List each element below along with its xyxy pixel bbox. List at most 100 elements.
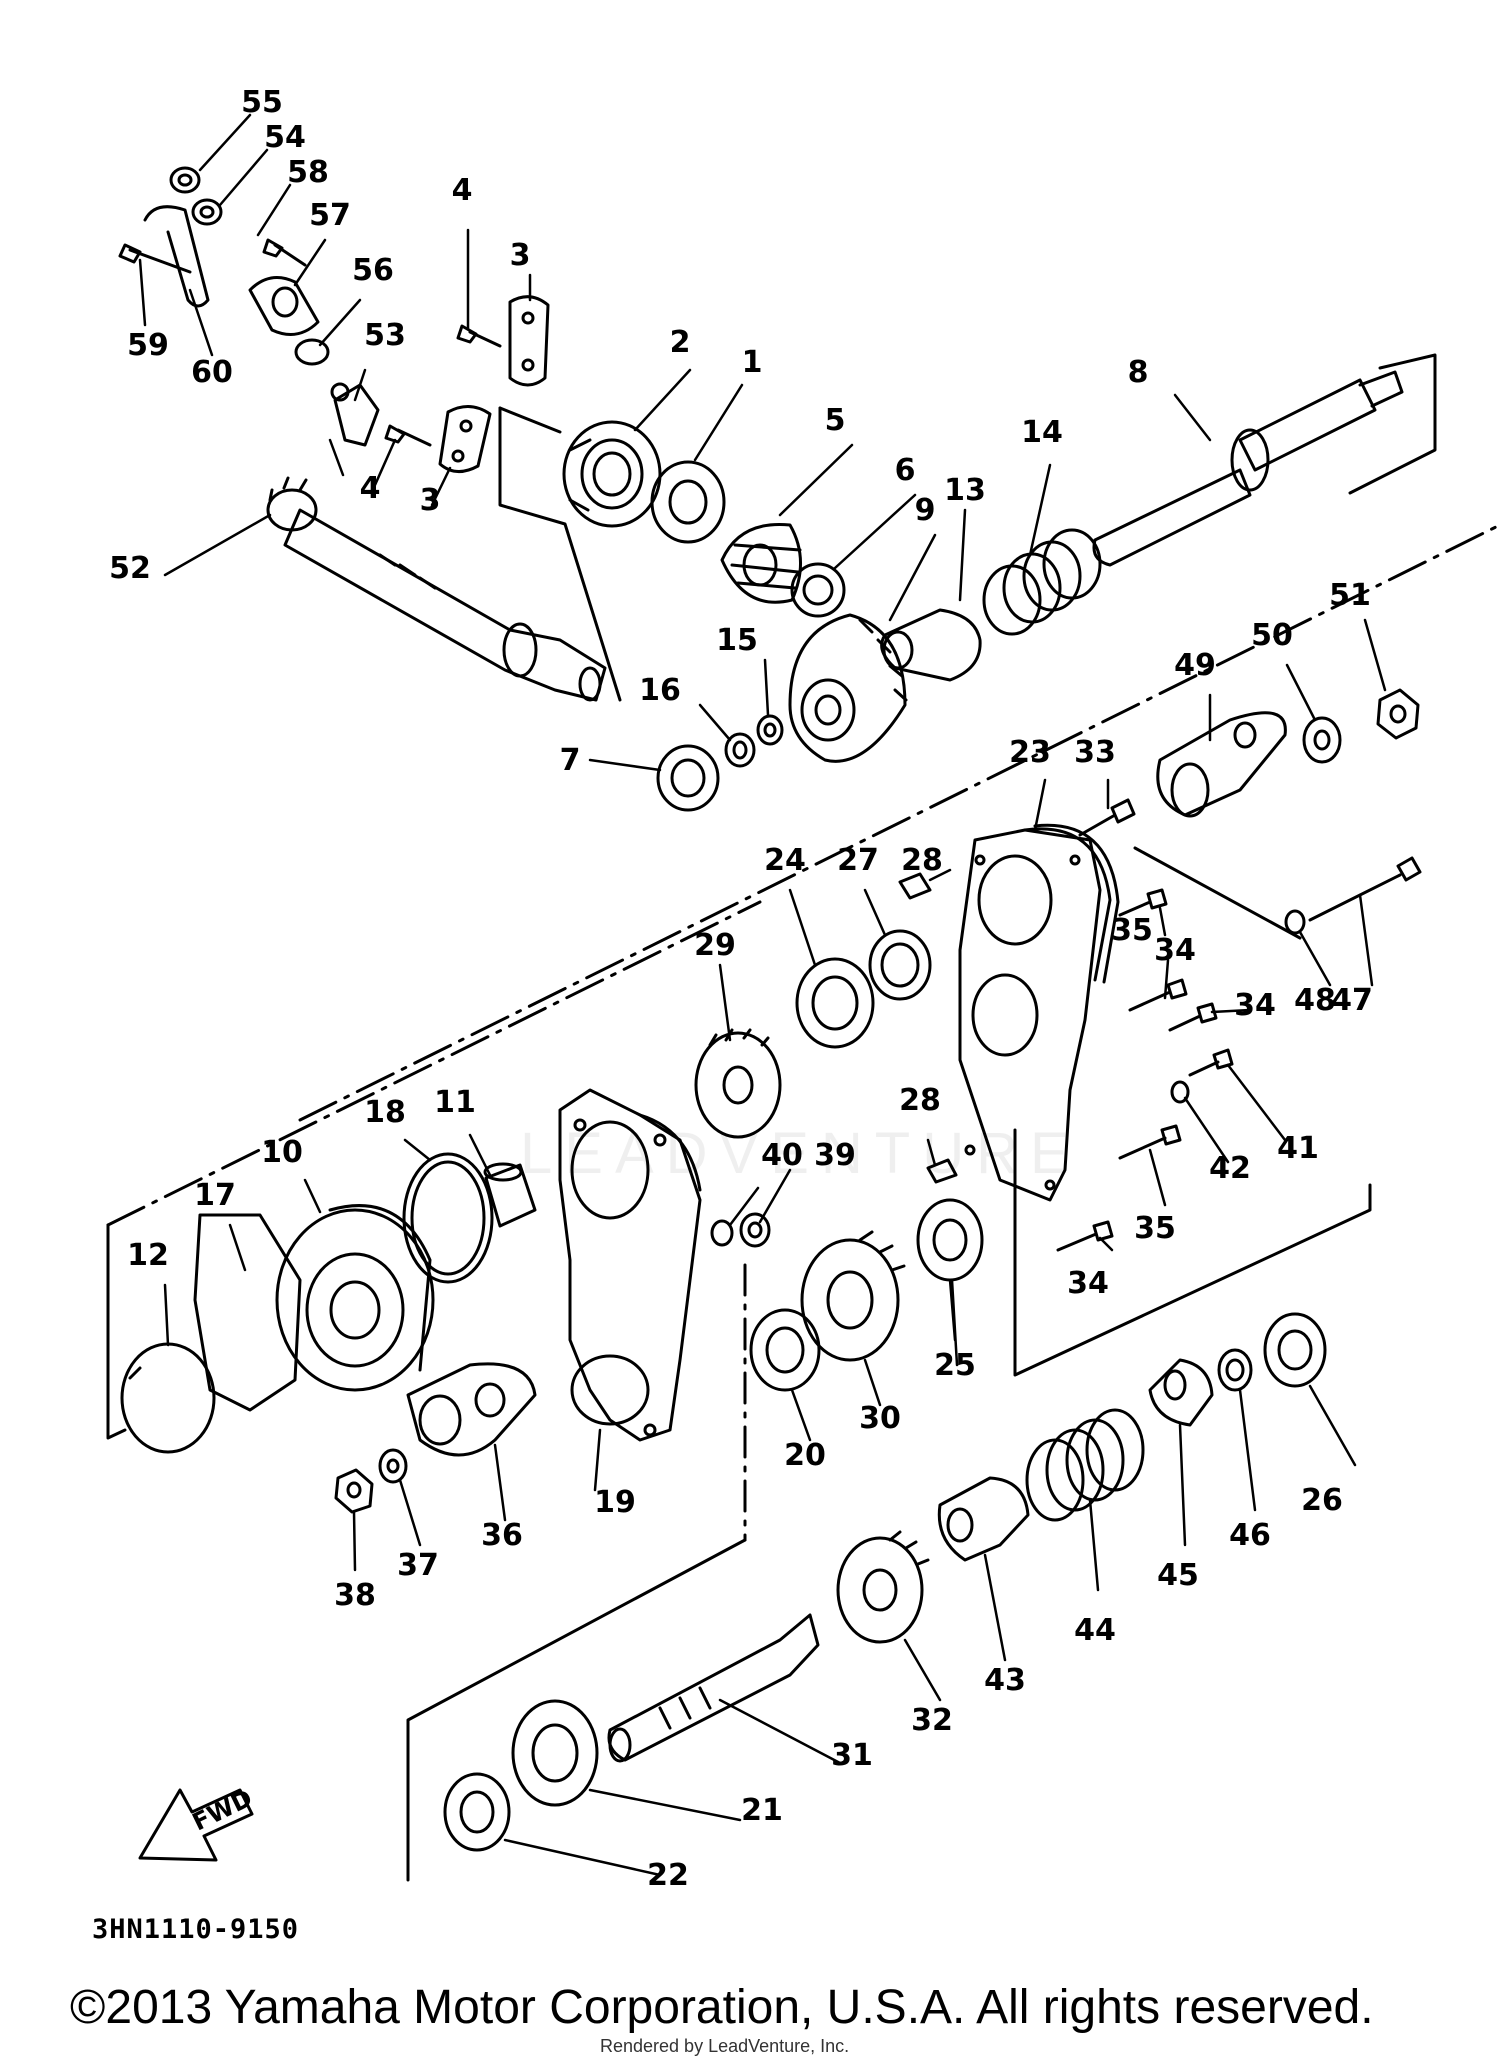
callout-11: 11 <box>434 1085 476 1120</box>
diagram-code: 3HN1110-9150 <box>92 1914 300 1945</box>
part-50-washer <box>1302 716 1342 764</box>
callout-51: 51 <box>1329 578 1371 613</box>
part-24-bearing <box>795 957 875 1049</box>
part-29-gear <box>694 1028 782 1139</box>
callout-30: 30 <box>859 1401 901 1436</box>
callout-25: 25 <box>934 1348 976 1383</box>
leader-lines <box>138 113 1387 1877</box>
part-36-yoke <box>406 1362 537 1457</box>
callout-24: 24 <box>764 843 806 878</box>
part-46-collar <box>1217 1348 1253 1392</box>
part-19-case <box>558 1088 702 1442</box>
callout-56: 56 <box>352 253 394 288</box>
callout-34-2: 34 <box>1234 988 1276 1023</box>
callout-52: 52 <box>109 551 151 586</box>
upper-group-bracket-top <box>498 406 562 434</box>
part-34-bolt-a <box>1118 888 1168 917</box>
part-40-oring <box>710 1219 734 1247</box>
part-45-collar <box>1148 1358 1214 1427</box>
upper-group-bracket <box>498 406 622 702</box>
group-divider-middle <box>106 900 762 1227</box>
part-49-yoke <box>1156 711 1287 818</box>
callout-42: 42 <box>1209 1151 1251 1186</box>
callout-1: 1 <box>742 345 763 380</box>
part-37-washer <box>378 1448 408 1484</box>
part-48-washer <box>1284 909 1306 935</box>
callout-41: 41 <box>1277 1131 1319 1166</box>
part-12-circlip <box>120 1342 216 1454</box>
group-divider-upper <box>298 523 1500 1122</box>
callout-22: 22 <box>647 1858 689 1893</box>
callout-4-2: 4 <box>360 471 381 506</box>
part-30-gear <box>800 1230 906 1362</box>
callout-18: 18 <box>364 1095 406 1130</box>
part-15-washer <box>756 714 784 746</box>
part-53-sensor <box>330 382 380 447</box>
part-51-nut <box>1376 688 1420 740</box>
callout-2: 2 <box>670 325 691 360</box>
part-25-bearing <box>916 1198 984 1282</box>
part-14-spring <box>982 528 1102 636</box>
left-group-bracket <box>106 1223 127 1440</box>
callout-13: 13 <box>944 473 986 508</box>
lower-group-bracket <box>406 1538 747 1882</box>
part-8-shaft <box>1092 370 1404 567</box>
rendered-by-credit: Rendered by LeadVenture, Inc. <box>600 2036 850 2056</box>
callout-29: 29 <box>694 928 736 963</box>
part-13-sleeve <box>880 608 982 682</box>
part-26-seal <box>1263 1312 1327 1388</box>
callout-44: 44 <box>1074 1613 1116 1648</box>
part-34-bolt-b <box>1168 1002 1218 1032</box>
part-1-washer <box>650 460 726 544</box>
part-17-gasket <box>193 1213 302 1412</box>
callout-10: 10 <box>261 1135 303 1170</box>
part-3-plate-upper <box>508 295 550 387</box>
callout-31: 31 <box>831 1738 873 1773</box>
part-7-bearing <box>656 744 720 812</box>
callout-53: 53 <box>364 318 406 353</box>
callout-35: 35 <box>1111 913 1153 948</box>
part-3-plate-lower <box>438 405 492 473</box>
callout-numbers: 1233445678910111213141516171819202122232… <box>109 85 1373 1893</box>
part-10-cover <box>275 1204 435 1392</box>
callout-37: 37 <box>397 1548 439 1583</box>
callout-60: 60 <box>191 355 233 390</box>
callout-4: 4 <box>452 173 473 208</box>
callout-6: 6 <box>895 453 916 488</box>
callout-28-2: 28 <box>899 1083 941 1118</box>
callout-15: 15 <box>716 623 758 658</box>
callout-16: 16 <box>639 673 681 708</box>
callout-3: 3 <box>510 238 531 273</box>
part-20-bearing <box>749 1308 821 1392</box>
callout-34: 34 <box>1154 933 1196 968</box>
fwd-label-box: FWD <box>188 1784 257 1837</box>
callout-12: 12 <box>127 1238 169 1273</box>
callout-35-2: 35 <box>1134 1211 1176 1246</box>
part-54-washer <box>191 198 223 226</box>
part-33-bolt <box>1078 798 1136 837</box>
callout-43: 43 <box>984 1663 1026 1698</box>
callout-38: 38 <box>334 1578 376 1613</box>
callout-20: 20 <box>784 1438 826 1473</box>
right-group-bracket <box>1133 846 1302 940</box>
callout-34-3: 34 <box>1067 1266 1109 1301</box>
input-shaft <box>283 508 607 702</box>
callout-5: 5 <box>825 403 846 438</box>
callout-39: 39 <box>814 1138 856 1173</box>
watermark-text: LEADVENTURE <box>520 1121 1081 1186</box>
callout-27: 27 <box>837 843 879 878</box>
callout-14: 14 <box>1021 415 1063 450</box>
part-31-shaft <box>607 1613 820 1763</box>
fwd-arrow-icon <box>138 1788 254 1862</box>
part-41-bolt <box>1188 1048 1234 1077</box>
part-52-gear <box>266 476 318 532</box>
part-42-washer <box>1170 1080 1190 1104</box>
part-35-bolt-b <box>1118 1124 1182 1160</box>
copyright-notice: ©2013 Yamaha Motor Corporation, U.S.A. A… <box>70 1981 1374 2034</box>
output-shaft-frame <box>1348 353 1437 495</box>
part-34-bolt-c <box>1056 1220 1114 1252</box>
part-27-seal <box>868 929 932 1001</box>
part-4-bolt-upper <box>456 324 502 348</box>
fwd-indicator: FWD <box>138 1780 278 1870</box>
